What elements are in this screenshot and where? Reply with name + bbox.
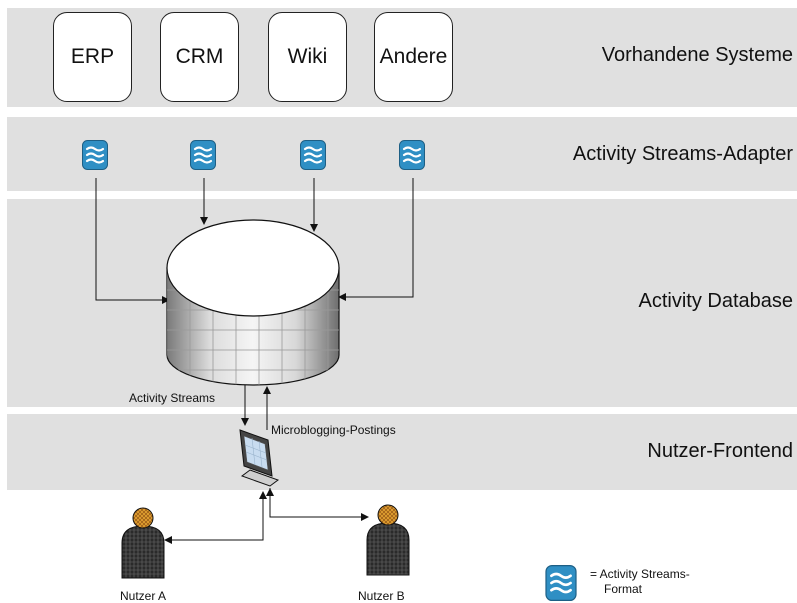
system-box-erp: ERP [53,12,132,102]
connector-erp [95,178,170,304]
label-activity-streams: Activity Streams [129,391,216,405]
activity-streams-icon [82,140,108,170]
legend-text-line2: Format [604,582,643,596]
activity-streams-icon [190,140,216,170]
label-user-b: Nutzer B [358,589,405,603]
connector-user-a [164,492,264,544]
connector-andere [338,178,414,301]
band-label-frontend: Nutzer-Frontend [647,440,793,462]
label-user-a: Nutzer A [120,589,167,603]
legend-activity-streams-icon [545,565,577,601]
label-microblogging-postings: Microblogging-Postings [271,423,396,437]
band-frontend [7,414,797,490]
band-label-adapter: Activity Streams-Adapter [572,143,793,165]
system-box-crm: CRM [160,12,239,102]
activity-streams-icon [399,140,425,170]
system-box-andere: Andere [374,12,453,102]
user-b-figure [366,504,410,576]
band-label-systems: Vorhandene Systeme [601,44,793,66]
connector-user-b [269,488,369,521]
band-label-database: Activity Database [638,290,793,312]
band-database [7,199,797,407]
user-a-figure [121,507,165,579]
activity-streams-icon [300,140,326,170]
legend-text-line1: = Activity Streams- [590,567,690,581]
system-box-wiki: Wiki [268,12,347,102]
